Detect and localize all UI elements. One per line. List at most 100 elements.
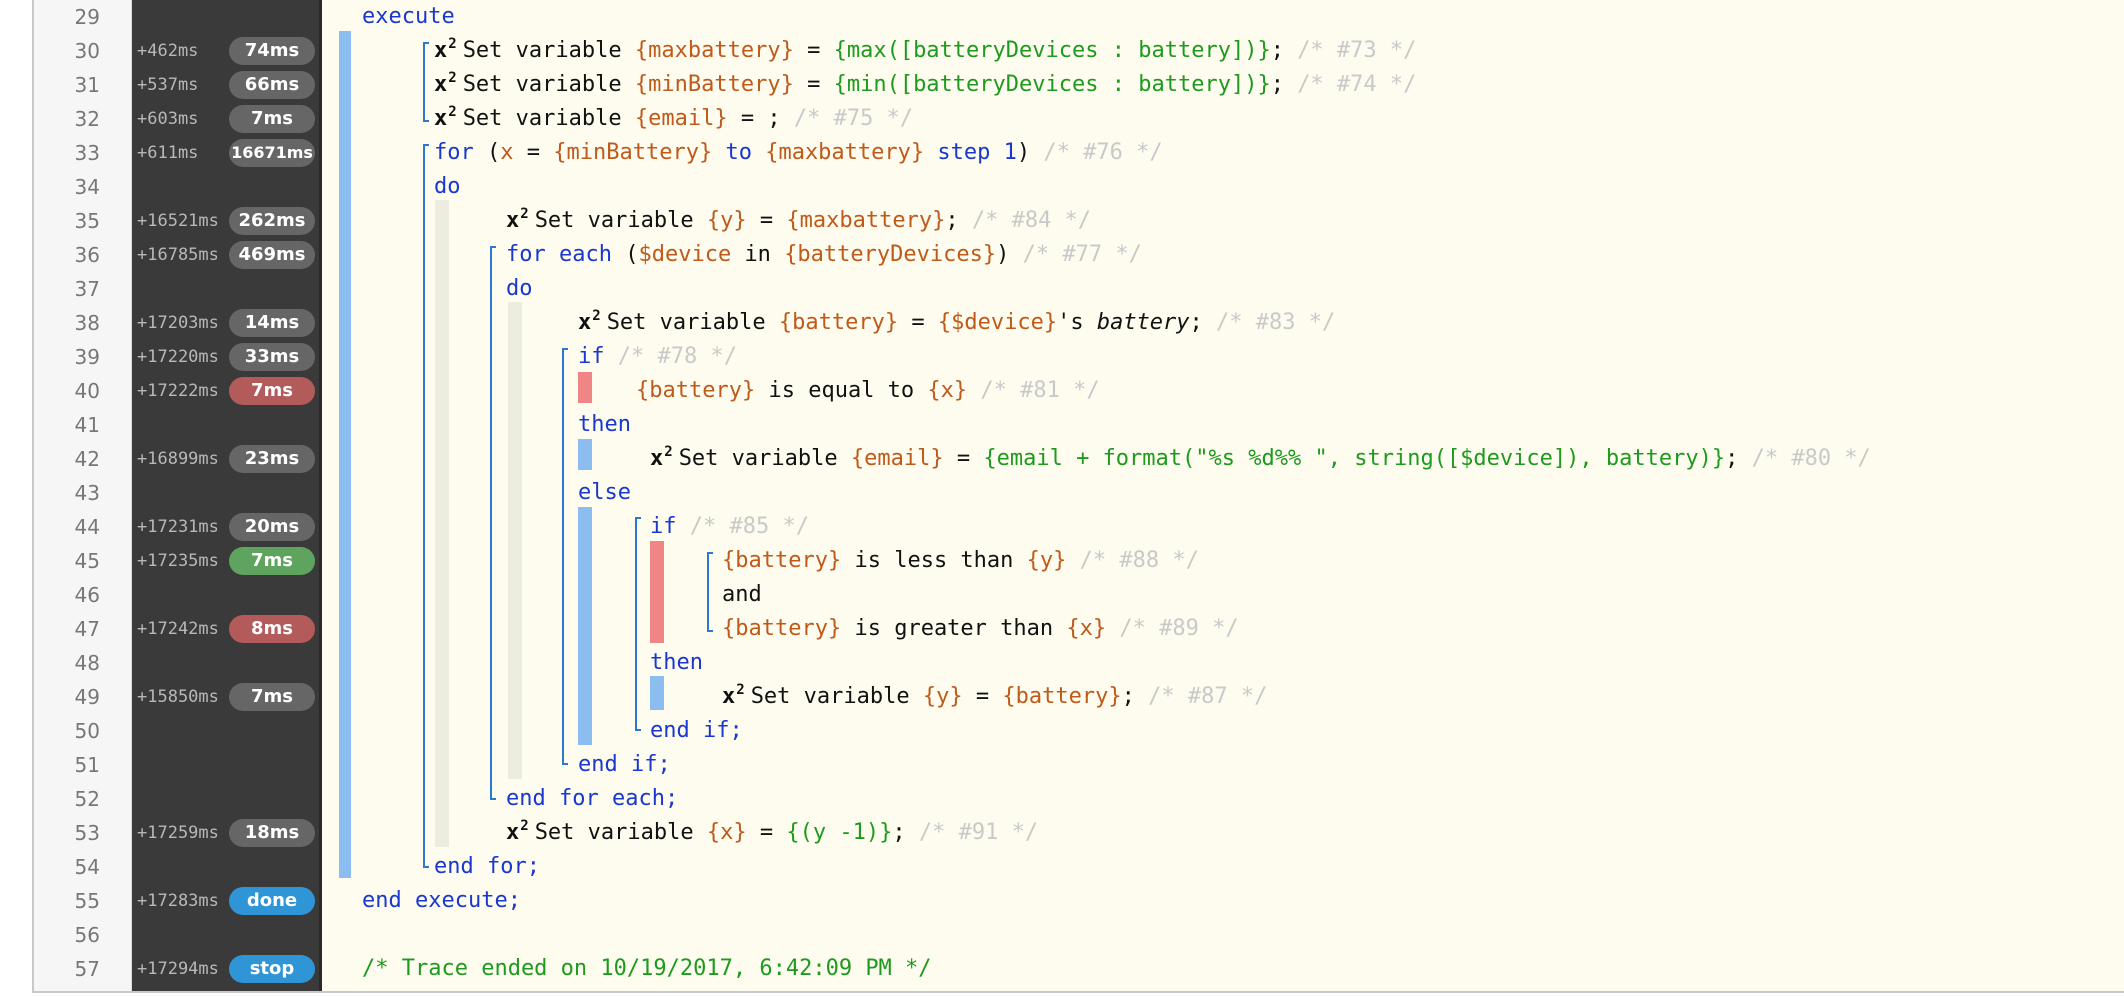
line-number: 49 — [74, 685, 100, 709]
elapsed-timestamp: +462ms — [137, 41, 199, 61]
trace-row: 54 — [34, 850, 2124, 884]
code-line-55: end execute; — [362, 888, 521, 913]
line-number: 52 — [74, 787, 100, 811]
bracket-for — [423, 144, 429, 868]
code-line-37: do — [506, 276, 533, 301]
trace-row: 48 — [34, 646, 2124, 680]
elapsed-timestamp: +17231ms — [137, 517, 219, 537]
duration-badge: 16671ms — [229, 139, 315, 167]
duration-badge: 7ms — [229, 547, 315, 575]
bracket-set-vars — [423, 42, 429, 122]
code-line-34: do — [434, 174, 461, 199]
code-line-52: end for each; — [506, 786, 679, 811]
code-line-46: and — [722, 582, 762, 607]
status-badge: done — [229, 887, 315, 915]
line-number: 34 — [74, 175, 100, 199]
line-number: 55 — [74, 889, 100, 913]
line-number: 33 — [74, 141, 100, 165]
elapsed-timestamp: +537ms — [137, 75, 199, 95]
trace-row: 50 — [34, 714, 2124, 748]
line-number: 46 — [74, 583, 100, 607]
line-number: 30 — [74, 39, 100, 63]
line-number: 44 — [74, 515, 100, 539]
duration-badge: 8ms — [229, 615, 315, 643]
elapsed-timestamp: +16521ms — [137, 211, 219, 231]
line-number: 38 — [74, 311, 100, 335]
bracket-and — [707, 552, 713, 632]
elapsed-timestamp: +17242ms — [137, 619, 219, 639]
trace-row: 41 — [34, 408, 2124, 442]
elapsed-timestamp: +17222ms — [137, 381, 219, 401]
code-line-29: execute — [362, 4, 455, 29]
line-number: 37 — [74, 277, 100, 301]
line-number: 29 — [74, 5, 100, 29]
line-number-gutter — [34, 0, 131, 991]
elapsed-timestamp: +16899ms — [137, 449, 219, 469]
line-number: 45 — [74, 549, 100, 573]
duration-badge: 33ms — [229, 343, 315, 371]
line-number: 54 — [74, 855, 100, 879]
duration-badge: 7ms — [229, 105, 315, 133]
line-number: 41 — [74, 413, 100, 437]
elapsed-timestamp: +15850ms — [137, 687, 219, 707]
code-line-41: then — [578, 412, 631, 437]
line-number: 56 — [74, 923, 100, 947]
timing-divider — [319, 0, 322, 991]
exec-bar-then — [578, 439, 592, 470]
code-line-44: if /* #85 */ — [650, 514, 809, 539]
bracket-for-each — [490, 246, 496, 800]
elapsed-timestamp: +17294ms — [137, 959, 219, 979]
line-number: 40 — [74, 379, 100, 403]
exec-bar-for-each — [508, 302, 522, 779]
condition-bar-false-2 — [650, 541, 664, 643]
code-line-43: else — [578, 480, 631, 505]
line-number: 53 — [74, 821, 100, 845]
exec-bar-then-2 — [650, 676, 664, 710]
code-line-47: {battery} is greater than {x} /* #89 */ — [722, 616, 1239, 641]
duration-badge: 7ms — [229, 377, 315, 405]
bracket-if-2 — [635, 517, 641, 731]
trace-row: 40 +17222ms 7ms — [34, 374, 2124, 408]
code-line-39: if /* #78 */ — [578, 344, 737, 369]
line-number: 42 — [74, 447, 100, 471]
trace-row: 37 — [34, 272, 2124, 306]
exec-bar-execute — [339, 31, 351, 878]
trace-row: 56 — [34, 918, 2124, 952]
code-line-51: end if; — [578, 752, 671, 777]
code-line-40: {battery} is equal to {x} /* #81 */ — [636, 378, 1100, 403]
line-number: 31 — [74, 73, 100, 97]
bracket-if — [562, 348, 568, 765]
elapsed-timestamp: +17283ms — [137, 891, 219, 911]
elapsed-timestamp: +17259ms — [137, 823, 219, 843]
duration-badge: 18ms — [229, 819, 315, 847]
elapsed-timestamp: +603ms — [137, 109, 199, 129]
code-line-54: end for; — [434, 854, 540, 879]
trace-row: 43 — [34, 476, 2124, 510]
code-line-50: end if; — [650, 718, 743, 743]
code-line-48: then — [650, 650, 703, 675]
duration-badge: 262ms — [229, 207, 315, 235]
trace-row: 55 +17283ms done — [34, 884, 2124, 918]
condition-bar-false — [578, 372, 592, 403]
elapsed-timestamp: +17203ms — [137, 313, 219, 333]
